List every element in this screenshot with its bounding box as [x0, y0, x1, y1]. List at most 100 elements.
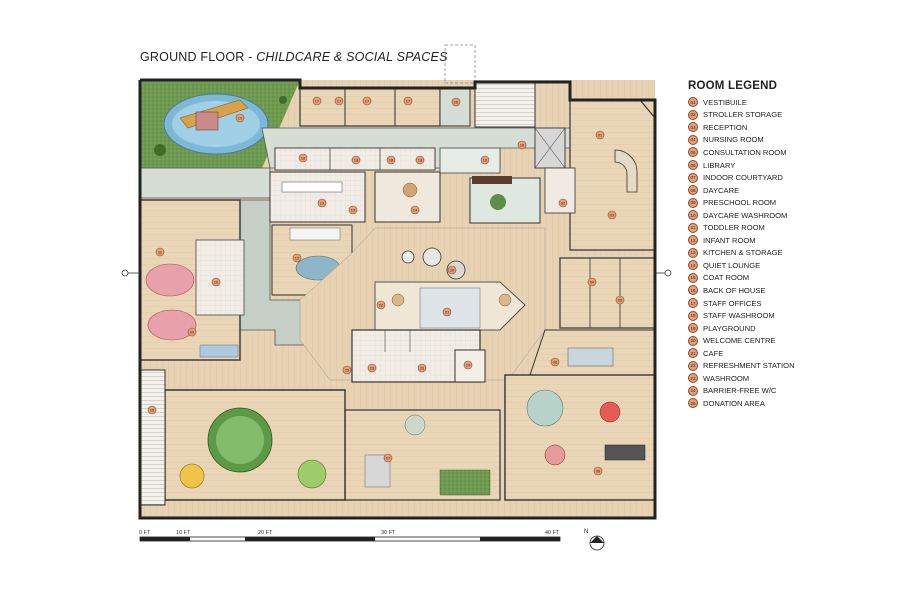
room-tag [447, 265, 457, 275]
scale-label-20: 20 FT [258, 530, 273, 536]
room-tag [312, 96, 322, 106]
legend-item: 02 STROLLER STORAGE [688, 109, 888, 122]
scale-label-10: 10 FT [176, 530, 191, 536]
daycare-corridor [139, 167, 271, 199]
legend-number-badge: 20 [688, 335, 698, 346]
reception-desk [614, 149, 638, 193]
room-tag-text: 05 [618, 298, 623, 303]
room-tag [410, 205, 420, 215]
room-tag-text: 23 [370, 366, 375, 371]
legend-label: CONSULTATION ROOM [703, 147, 787, 157]
room-tag [383, 453, 393, 463]
legend-label: KITCHEN & STORAGE [703, 248, 783, 258]
room-tag [480, 155, 490, 165]
room-tags: 19 17 17 17 17 16 16 16 18 18 18 18 14 1… [147, 96, 625, 476]
room-tag [417, 363, 427, 373]
legend-label: STROLLER STORAGE [703, 110, 783, 120]
room-tag [317, 198, 327, 208]
room-tag [367, 363, 377, 373]
daycare-room [504, 374, 656, 501]
legend-label: BACK OF HOUSE [703, 285, 766, 295]
legend-number-badge: 25 [688, 398, 698, 409]
legend-item: 05 CONSULTATION ROOM [688, 146, 888, 159]
room-tag [155, 247, 165, 257]
room-tag-text: 17 [315, 99, 320, 104]
kitchen-storage [269, 171, 366, 223]
room-tag [292, 253, 302, 263]
tree [154, 144, 166, 156]
room-tag [607, 210, 617, 220]
legend-label: STAFF WASHROOM [703, 311, 775, 321]
legend-number-badge: 02 [688, 109, 698, 120]
room-tag-text: 10 [214, 280, 219, 285]
legend-number-badge: 12 [688, 235, 698, 246]
legend-number-badge: 09 [688, 197, 698, 208]
legend-number-badge: 11 [688, 222, 698, 233]
room-tag [342, 365, 352, 375]
plan-title-main: GROUND FLOOR - [140, 50, 257, 64]
north-arrow-pointer [590, 536, 604, 543]
legend-number-badge: 01 [688, 97, 698, 108]
room-tag [362, 96, 372, 106]
legend-label: COAT ROOM [703, 273, 750, 283]
room-tag [550, 357, 560, 367]
legend-label: LIBRARY [703, 160, 736, 170]
legend-number-badge: 14 [688, 260, 698, 271]
legend-number-badge: 18 [688, 310, 698, 321]
future-extension [444, 44, 476, 84]
room-tag-text: 19 [238, 116, 243, 121]
scale-bar-segment [480, 537, 560, 541]
scale-label-30: 30 FT [381, 530, 396, 536]
room-tag-text: 20 [450, 268, 455, 273]
room-tag-text: 25 [345, 368, 350, 373]
room-tag-text: 04 [590, 280, 595, 285]
room-tag-text: 23 [420, 366, 425, 371]
room-tag [351, 155, 361, 165]
room-tag [235, 113, 245, 123]
legend-label: PLAYGROUND [703, 323, 756, 333]
room-tag-text: 18 [354, 158, 359, 163]
legend-label: REFRESHMENT STATION [703, 361, 795, 371]
room-tag-text: 03 [610, 213, 615, 218]
legend-item: 10 DAYCARE WASHROOM [688, 209, 888, 222]
legend-number-badge: 17 [688, 298, 698, 309]
room-tag [451, 97, 461, 107]
room-tag [376, 300, 386, 310]
scale-bar [139, 536, 561, 542]
legend-number-badge: 10 [688, 210, 698, 221]
room-tag [211, 277, 221, 287]
north-arrow-label: N [584, 529, 588, 535]
legend-label: DONATION AREA [703, 398, 765, 408]
room-tag [348, 205, 358, 215]
room-tag-text: 21 [445, 310, 450, 315]
legend-label: BARRIER-FREE W/C [703, 386, 777, 396]
reception-area [569, 99, 656, 251]
scale-label-0: 0 FT [139, 530, 151, 536]
room-tag-text: 09 [190, 330, 195, 335]
play-deck [195, 111, 219, 131]
legend-label: QUIET LOUNGE [703, 260, 761, 270]
room-tag [587, 277, 597, 287]
room-tag-text: 18 [418, 158, 423, 163]
legend-number-badge: 23 [688, 373, 698, 384]
legend-number-badge: 22 [688, 360, 698, 371]
legend-label: RECEPTION [703, 122, 748, 132]
legend-number-badge: 05 [688, 147, 698, 158]
room-tag-text: 16 [483, 158, 488, 163]
tree [279, 96, 287, 104]
stairs-north [474, 81, 536, 128]
legend-label: DAYCARE WASHROOM [703, 210, 788, 220]
legend-number-badge: 04 [688, 134, 698, 145]
